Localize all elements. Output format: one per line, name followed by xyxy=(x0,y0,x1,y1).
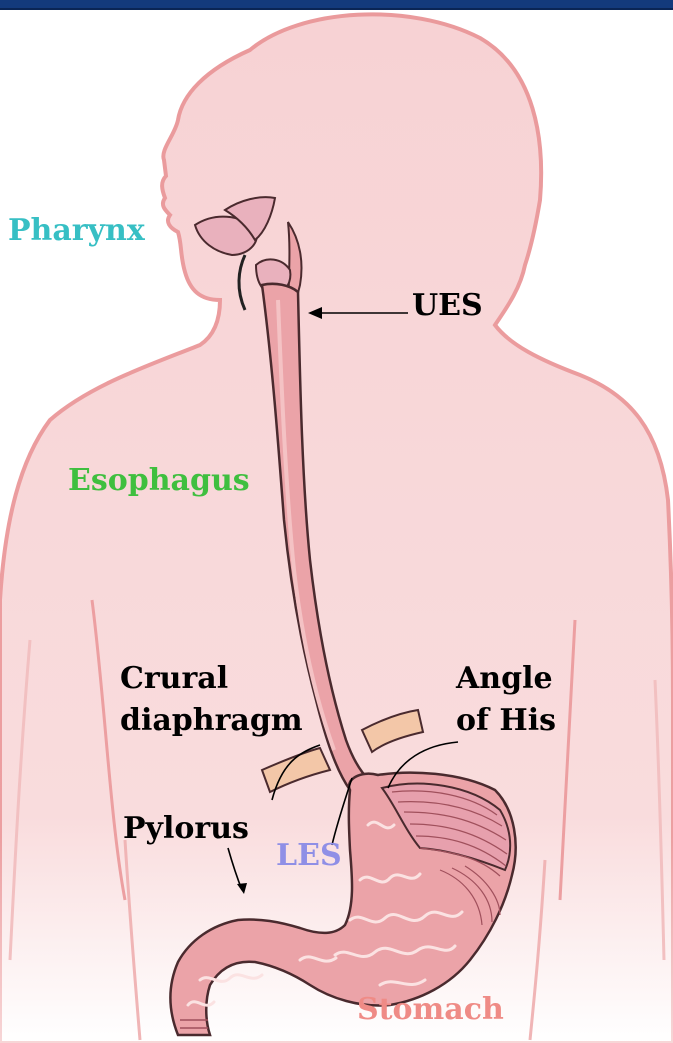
label-pylorus: Pylorus xyxy=(123,811,249,846)
label-crural-line2: diaphragm xyxy=(120,703,303,738)
label-esophagus: Esophagus xyxy=(68,463,250,498)
label-angle-line1: Angle xyxy=(456,661,553,696)
label-pharynx: Pharynx xyxy=(8,213,145,248)
label-les: LES xyxy=(276,838,342,873)
label-crural-line1: Crural xyxy=(120,661,228,696)
body-silhouette xyxy=(0,14,673,1043)
label-ues: UES xyxy=(412,288,483,323)
label-stomach: Stomach xyxy=(357,992,504,1027)
label-angle-line2: of His xyxy=(456,703,556,738)
